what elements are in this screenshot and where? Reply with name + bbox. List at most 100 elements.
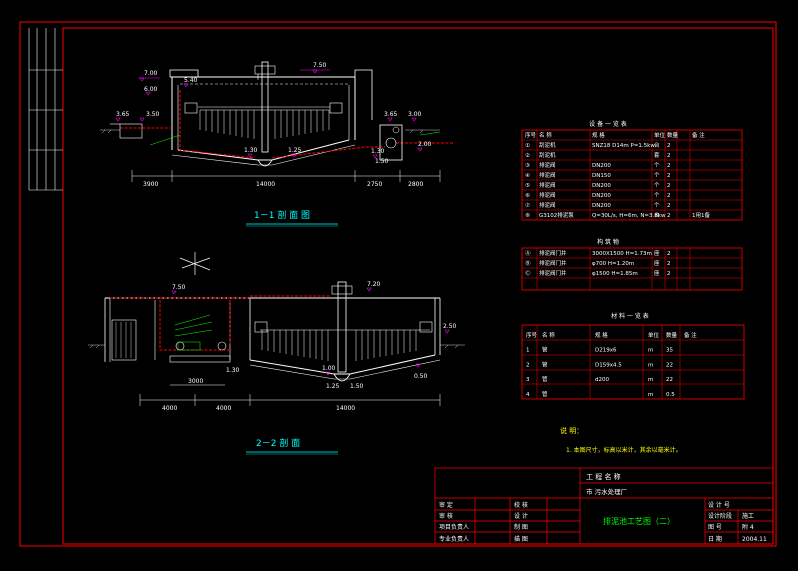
- sig-row2-b: 设 计: [514, 512, 528, 520]
- drawing-no-label: 图 号: [708, 524, 722, 531]
- structure-cell: 2: [667, 261, 671, 267]
- structure-cell: Ⓑ: [525, 259, 531, 267]
- drawing-title: 排泥池工艺图（二）: [603, 516, 675, 526]
- material-header-5: 备 注: [684, 331, 697, 339]
- structure-cell: 2: [667, 251, 671, 257]
- s1-level-130a: 1.30: [244, 147, 258, 154]
- sig-row3-b: 制 图: [514, 523, 528, 531]
- material-header-3: 单位: [648, 331, 660, 339]
- s2-dim-4000b: 4000: [216, 405, 231, 412]
- equipment-cell: ⑥: [525, 193, 530, 199]
- s1-level-300: 3.00: [408, 111, 422, 118]
- equipment-cell: DN200: [592, 203, 611, 209]
- s1-dim-14000: 14000: [256, 181, 275, 188]
- material-cell: 35: [666, 348, 673, 354]
- material-header-0: 序号: [526, 331, 538, 339]
- equipment-header-1: 名 称: [539, 131, 552, 139]
- equipment-cell: 个: [654, 162, 660, 169]
- equipment-cell: 2: [667, 183, 671, 189]
- sig-row3-a: 项目负责人: [439, 523, 469, 531]
- material-cell: 管: [542, 390, 548, 398]
- structure-cell: Ⓒ: [525, 269, 531, 277]
- stage-value: 施工: [742, 512, 754, 520]
- equipment-cell: ③: [525, 163, 530, 169]
- sig-row1-a: 审 定: [439, 501, 453, 509]
- s1-level-125: 1.25: [288, 147, 302, 154]
- inner-frame: [62, 27, 774, 545]
- equipment-cell: 刮泥机: [539, 141, 556, 149]
- equipment-cell: DN200: [592, 163, 611, 169]
- equipment-cell: 2: [667, 153, 671, 159]
- structure-cell: φ700 H=1.20m: [592, 261, 634, 267]
- equipment-cell: G3102排泥泵: [539, 211, 574, 219]
- date-value: 2004.11: [742, 536, 767, 543]
- s2-dim-4000a: 4000: [162, 405, 177, 412]
- s2-level-050: 0.50: [414, 373, 428, 380]
- date-label: 日 期: [708, 535, 722, 543]
- equipment-cell: 台: [654, 211, 660, 219]
- material-cell: 管: [542, 360, 548, 368]
- structure-cell: 排泥阀门井: [539, 249, 567, 257]
- sig-row1-b: 校 核: [514, 501, 528, 509]
- binding-strip: [28, 28, 63, 191]
- s2-level-100: 1.00: [322, 365, 336, 372]
- design-no-label: 设 计 号: [708, 501, 730, 509]
- stage-label: 设计阶段: [708, 512, 732, 520]
- equipment-cell: 排泥阀: [539, 201, 556, 209]
- structure-cell: 排泥阀门井: [539, 259, 567, 267]
- material-cell: 22: [666, 377, 673, 383]
- material-cell: 2: [526, 362, 530, 368]
- s1-level-130b: 1.30: [371, 148, 385, 155]
- drawing-no-value: 附 4: [742, 523, 754, 531]
- structure-table-title: 构 筑 物: [597, 238, 619, 246]
- material-cell: d200: [595, 377, 609, 383]
- material-header-1: 名 称: [542, 331, 555, 339]
- equipment-cell: 2: [667, 213, 671, 219]
- equipment-cell: DN200: [592, 193, 611, 199]
- section-1-1-title: 1－1 剖 面 图: [254, 209, 310, 221]
- equipment-cell: 2: [667, 203, 671, 209]
- equipment-cell: ②: [525, 152, 530, 159]
- equipment-cell: DN150: [592, 173, 611, 179]
- equipment-cell: 2: [667, 163, 671, 169]
- equipment-cell: ⑦: [525, 202, 530, 209]
- equipment-cell: Q=30L/s, H=6m, N=3.8kw: [592, 213, 666, 219]
- section-2-2-title: 2－2 剖 面: [256, 437, 300, 449]
- equipment-header-0: 序号: [525, 131, 537, 139]
- material-cell: D219x6: [595, 348, 617, 354]
- material-header-4: 数量: [666, 331, 678, 339]
- equipment-cell: 排泥阀: [539, 171, 556, 179]
- material-cell: 管: [542, 346, 548, 354]
- material-table: 材 料 一 览 表: [521, 312, 745, 400]
- material-table-title: 材 料 一 览 表: [611, 312, 649, 320]
- s2-level-750: 7.50: [172, 284, 186, 291]
- structure-cell: 座: [654, 249, 660, 257]
- structure-cell: 座: [654, 269, 660, 277]
- material-cell: m: [648, 362, 653, 368]
- equipment-cell: 个: [654, 202, 660, 209]
- equipment-cell: 刮泥机: [539, 151, 556, 159]
- material-cell: 管: [542, 375, 548, 383]
- material-cell: m: [648, 377, 653, 383]
- north-arrow-icon: [179, 252, 211, 275]
- equipment-cell: ⑧: [525, 213, 530, 219]
- equipment-cell: ⑤: [525, 183, 530, 189]
- s1-dim-3900: 3900: [143, 181, 158, 188]
- s1-dim-2800: 2800: [408, 181, 423, 188]
- section-2-2-drawing: [88, 281, 465, 406]
- material-cell: 4: [526, 392, 530, 398]
- equipment-cell: 个: [654, 172, 660, 179]
- equipment-cell: 台: [654, 141, 660, 149]
- structure-cell: φ1500 H=1.85m: [592, 271, 638, 277]
- equipment-cell: 排泥阀: [539, 161, 556, 169]
- equipment-cell: 2: [667, 193, 671, 199]
- material-cell: D159x4.5: [595, 362, 622, 368]
- equipment-table: 设 备 一 览 表: [521, 120, 743, 221]
- project-value: 市 污水处理厂: [586, 487, 628, 496]
- s2-level-720: 7.20: [367, 281, 381, 288]
- material-header-2: 规 格: [595, 331, 608, 339]
- equipment-cell: 2: [667, 173, 671, 179]
- s1-level-700: 7.00: [144, 70, 158, 77]
- s2-dim-14000: 14000: [336, 405, 355, 412]
